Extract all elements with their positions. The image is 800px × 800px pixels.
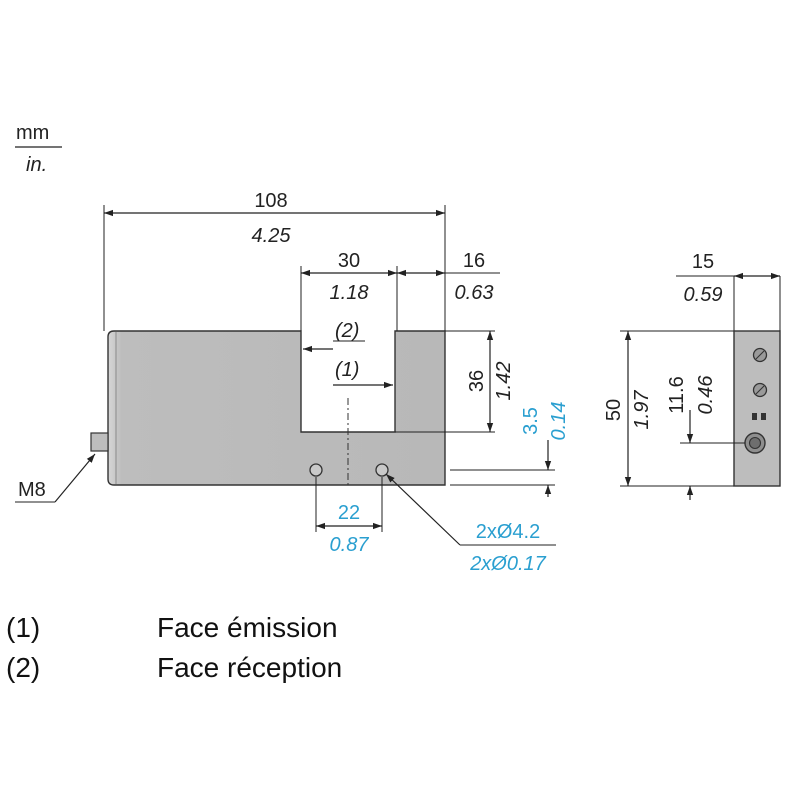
dim-offset-in: 0.63 (455, 282, 494, 304)
dim-slot-width-mm: 30 (338, 250, 360, 272)
dim-connector-mm: 11.6 (666, 376, 688, 413)
legend-text-emission: Face émission (157, 612, 338, 643)
marker-emission: (1) (335, 359, 359, 381)
dim-thickness-in: 0.59 (684, 284, 723, 306)
side-led-1-slash (755, 350, 765, 360)
units-mm: mm (16, 122, 49, 144)
mounting-hole-right (375, 463, 389, 477)
side-led-2-slash (755, 385, 765, 395)
units-in: in. (26, 154, 47, 176)
sensor-body (107, 330, 446, 486)
dim-hole-diameter-in: 2xØ0.17 (469, 553, 546, 575)
dim-hole-spacing-mm: 22 (338, 502, 360, 524)
dim-thickness-mm: 15 (692, 251, 714, 273)
legend-num-emission: (1) (6, 612, 41, 643)
dim-hole-offset-in: 0.14 (548, 402, 570, 441)
dim-height-in: 1.97 (631, 390, 653, 430)
dim-height-mm: 50 (603, 399, 625, 421)
dim-connector-in: 0.46 (695, 375, 717, 415)
dim-hole-offset-mm: 3.5 (520, 407, 542, 435)
dim-depth-in: 1.42 (493, 362, 515, 401)
legend-text-reception: Face réception (157, 652, 343, 683)
m8-leader (54, 453, 96, 503)
side-connector-inner (748, 436, 762, 450)
mounting-hole-left (309, 463, 323, 477)
dim-depth-mm: 36 (466, 370, 488, 392)
marker-reception: (2) (335, 320, 359, 342)
m8-connector (90, 432, 109, 452)
m8-label: M8 (18, 479, 46, 501)
hole-diameter-leader (385, 473, 461, 546)
side-indicator-a (752, 413, 757, 420)
dim-length-in: 4.25 (252, 225, 292, 247)
legend-num-reception: (2) (6, 652, 41, 683)
dim-length-mm: 108 (254, 190, 287, 212)
dim-hole-spacing-in: 0.87 (330, 534, 370, 556)
side-indicator-b (761, 413, 766, 420)
dim-offset-mm: 16 (463, 250, 485, 272)
dim-slot-width-in: 1.18 (330, 282, 369, 304)
dim-hole-diameter-mm: 2xØ4.2 (476, 521, 540, 543)
